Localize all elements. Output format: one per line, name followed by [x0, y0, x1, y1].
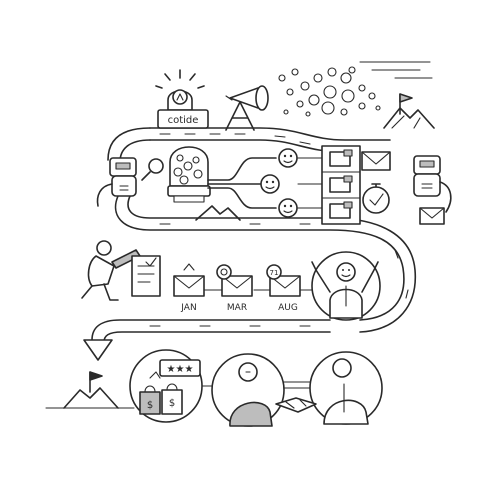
envelope-icon — [216, 264, 253, 297]
flag-icon — [89, 371, 103, 393]
svg-text:$: $ — [147, 400, 153, 411]
stopwatch-icon — [362, 183, 390, 214]
robot-icon — [96, 157, 137, 207]
shopping-circle: ★★★ $ $ — [129, 349, 203, 423]
svg-text:★★★: ★★★ — [167, 364, 194, 375]
month-label: JAN — [180, 303, 196, 313]
cotide-sign-label: cotide — [168, 115, 199, 126]
clipboard-icon — [131, 255, 161, 297]
audience-crowd — [278, 66, 381, 117]
arrow-down-icon — [83, 339, 113, 361]
envelope-icon — [173, 263, 205, 297]
mailbox-icon — [329, 201, 353, 219]
a-frame-stand — [225, 101, 255, 131]
mountain-icon — [195, 205, 241, 221]
envelope-icon — [419, 207, 445, 225]
road-lower — [83, 319, 331, 361]
mailbox-icon — [329, 175, 353, 193]
star-rating-icon: ★★★ — [159, 359, 201, 377]
cotide-sign: cotide — [157, 109, 209, 129]
lightbulb-icon — [155, 69, 205, 111]
mountain-top-right — [359, 61, 435, 129]
road-upper — [107, 127, 417, 333]
smiley-icon — [278, 198, 298, 218]
gumball-machine-icon — [167, 146, 211, 203]
customer-circle — [309, 351, 383, 425]
month-label: MAR — [227, 303, 247, 313]
mountain-icon — [45, 387, 135, 409]
happy-customer-circle — [311, 251, 381, 321]
magnifier-icon — [141, 158, 164, 181]
businessman-circle — [211, 353, 285, 427]
badge-count: 71 — [270, 269, 279, 277]
kneeling-person-writing — [81, 240, 119, 301]
shopping-bag-icon: $ — [161, 383, 183, 415]
robot-icon — [413, 155, 452, 213]
flag-icon — [399, 93, 413, 115]
envelope-icon — [266, 264, 301, 297]
smiley-icon — [278, 148, 298, 168]
month-label: AUG — [278, 303, 298, 313]
svg-text:$: $ — [169, 398, 175, 409]
megaphone-icon — [225, 85, 269, 111]
envelope-icon — [361, 151, 391, 171]
handshake-icon — [275, 397, 317, 413]
mailbox-icon — [329, 149, 353, 167]
shopping-bag-icon: $ — [139, 385, 161, 415]
smiley-icon — [260, 174, 280, 194]
